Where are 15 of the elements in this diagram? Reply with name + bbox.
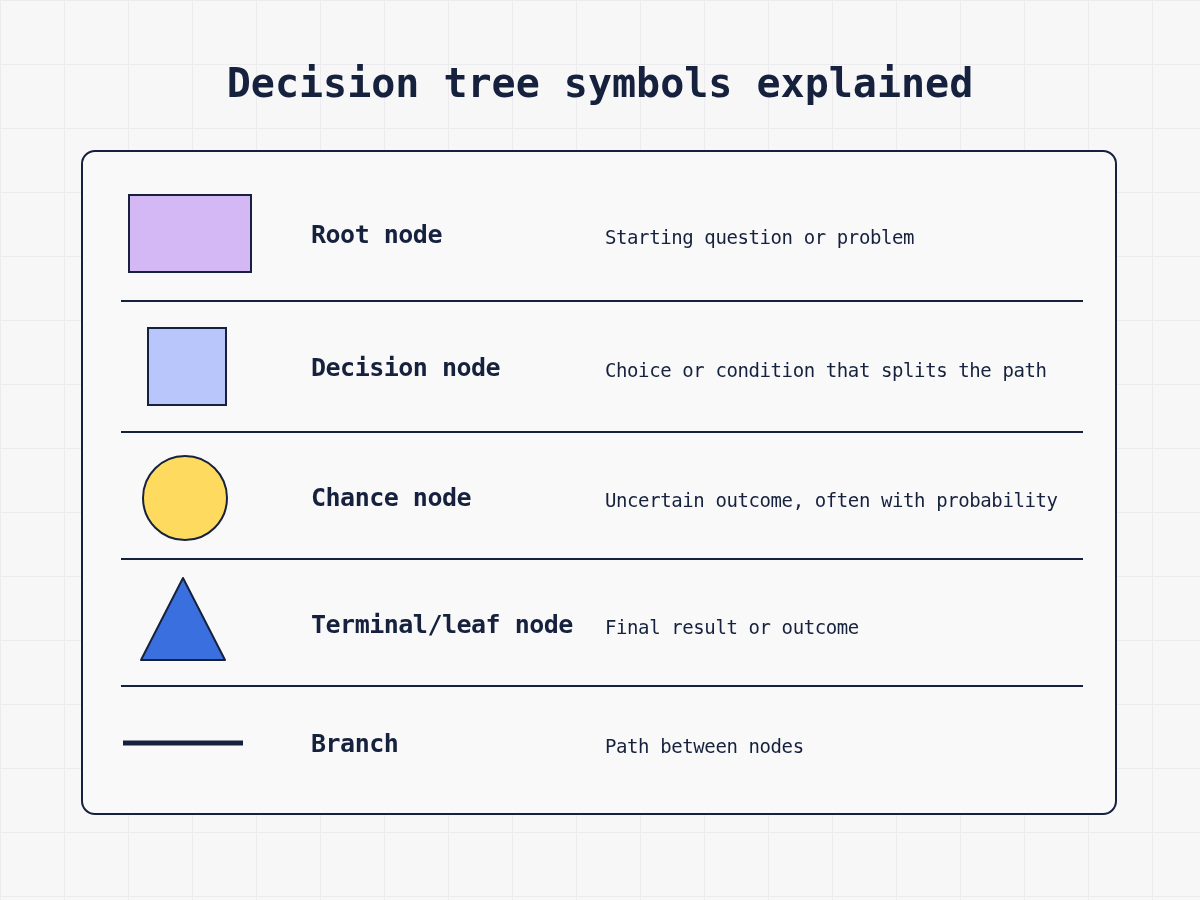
rectangle-symbol — [128, 194, 252, 273]
symbol-name: Terminal/leaf node — [311, 609, 573, 639]
symbol-description: Starting question or problem — [605, 226, 915, 248]
symbol-description: Path between nodes — [605, 735, 804, 757]
symbol-name: Branch — [311, 728, 399, 758]
circle-symbol — [142, 455, 228, 541]
triangle-symbol — [139, 576, 227, 661]
symbol-description: Choice or condition that splits the path — [605, 359, 1047, 381]
symbol-name: Chance node — [311, 482, 472, 512]
square-symbol — [147, 327, 227, 406]
symbol-description: Final result or outcome — [605, 616, 859, 638]
title: Decision tree symbols explained — [225, 60, 975, 106]
symbol-name: Decision node — [311, 352, 501, 382]
symbol-description: Uncertain outcome, often with probability — [605, 489, 1058, 511]
symbol-name: Root node — [311, 219, 442, 249]
